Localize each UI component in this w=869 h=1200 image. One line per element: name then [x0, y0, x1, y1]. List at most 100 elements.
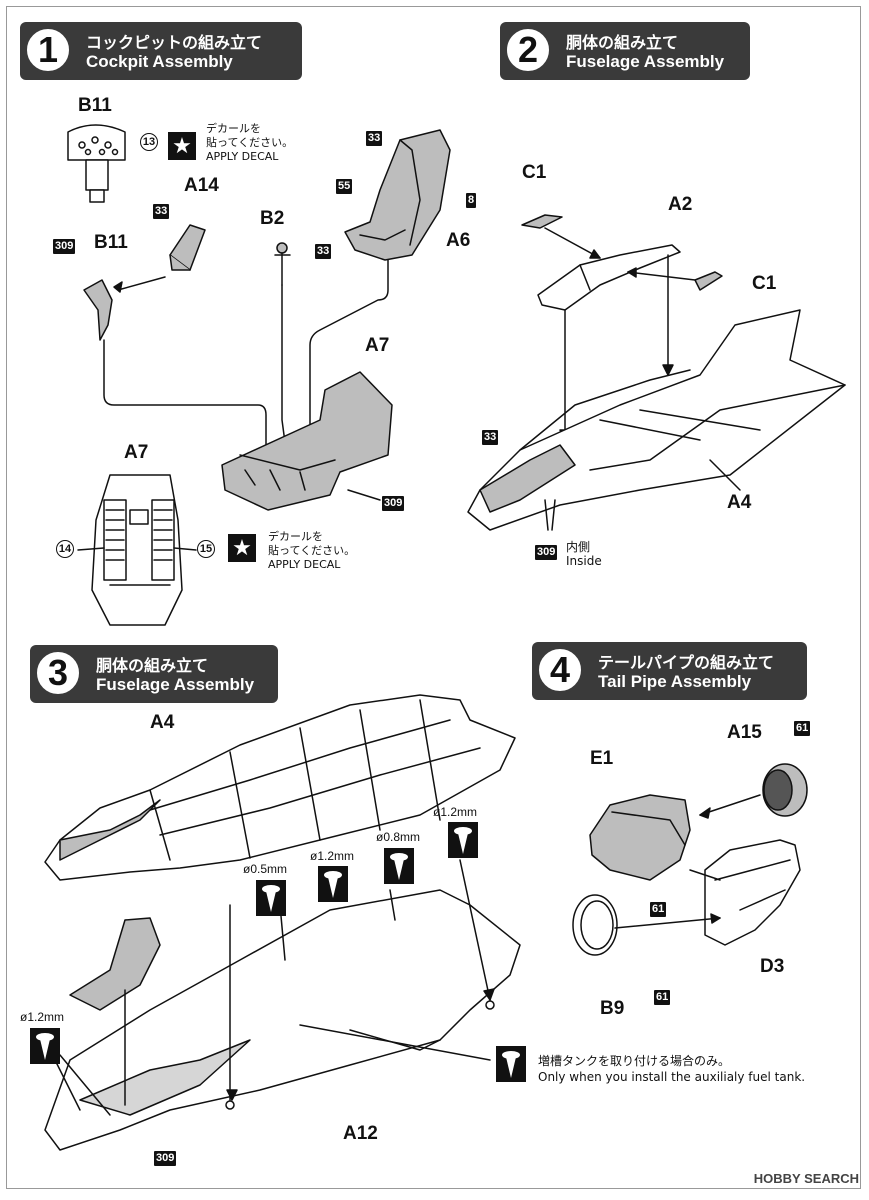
step-2-title-jp: 胴体の組み立て	[566, 33, 679, 52]
drill-icon-4	[318, 866, 348, 902]
part-label-a15: A15	[727, 722, 762, 743]
inside-en: Inside	[566, 554, 602, 568]
paint-code-33-b2: 33	[315, 244, 332, 259]
step-2-header: 2 胴体の組み立て Fuselage Assembly	[500, 22, 750, 80]
step-1-number-badge: 1	[24, 26, 72, 74]
decal-jp-line2: 貼ってください。	[206, 136, 294, 149]
stick-b11	[83, 279, 113, 341]
step-3-header: 3 胴体の組み立て Fuselage Assembly	[30, 645, 278, 703]
drill-size-2: ø0.8mm	[376, 830, 421, 844]
step-2-title-en: Fuselage Assembly	[566, 52, 725, 71]
tail-ring-a15	[762, 763, 808, 817]
step-1-title-en: Cockpit Assembly	[86, 52, 233, 71]
part-label-c1-upper: C1	[522, 162, 547, 183]
fuel-tank-note-en: Only when you install the auxilialy fuel…	[538, 1070, 806, 1084]
paint-code-33-step2: 33	[482, 430, 499, 445]
step-4-title-en: Tail Pipe Assembly	[598, 672, 752, 691]
paint-code-33-a14: 33	[153, 204, 170, 219]
cockpit-seat-step3	[69, 917, 161, 1011]
drill-bit-icon	[390, 853, 408, 880]
part-label-c1-side: C1	[752, 273, 777, 294]
decal-star-icon: ★	[168, 132, 196, 160]
part-label-d3: D3	[760, 956, 785, 977]
drill-bit-icon	[36, 1033, 54, 1060]
part-label-b11-panel: B11	[78, 95, 112, 116]
watermark: HOBBY SEARCH	[753, 1171, 859, 1186]
paint-code-8-a6: 8	[466, 193, 477, 208]
decal-instruction-2: デカールを 貼ってください。 APPLY DECAL	[268, 530, 355, 572]
drill-size-4: ø1.2mm	[310, 849, 355, 863]
paint-code-309-b11: 309	[53, 239, 76, 254]
paint-code-61-b9: 61	[654, 990, 671, 1005]
part-c1-side	[694, 271, 723, 291]
part-label-a14: A14	[184, 175, 219, 196]
part-c1-upper	[521, 214, 563, 229]
paint-code-61-a15: 61	[794, 721, 811, 736]
step-2-number-badge: 2	[504, 26, 552, 74]
cockpit-tub-top-view-a7	[91, 474, 183, 626]
step-3-title-en: Fuselage Assembly	[96, 675, 255, 694]
inside-note: 内側 Inside	[566, 540, 602, 568]
step-1-header: 1 コックピットの組み立て Cockpit Assembly	[20, 22, 302, 80]
part-label-a7-top: A7	[124, 442, 149, 463]
step-2-number: 2	[517, 29, 539, 70]
decal-jp-line1-b: デカールを	[268, 530, 323, 543]
canopy-frame-a2	[537, 244, 681, 311]
drill-bit-icon	[324, 871, 342, 898]
step-4-header: 4 テールパイプの組み立て Tail Pipe Assembly	[532, 642, 807, 700]
drill-icon-2	[384, 848, 414, 884]
drill-icon-fuel-tank	[496, 1046, 526, 1082]
fuselage-a4-step2	[467, 309, 846, 531]
drill-bit-icon	[454, 827, 472, 854]
part-label-b11-stick: B11	[94, 232, 128, 253]
step-3-title-jp: 胴体の組み立て	[96, 656, 209, 675]
part-label-b9: B9	[600, 998, 625, 1019]
seat-a14	[169, 224, 206, 271]
tail-pipe-d3	[704, 839, 801, 946]
step-4-number-badge: 4	[536, 646, 584, 694]
part-label-a12: A12	[343, 1123, 378, 1144]
instrument-panel-b11	[67, 124, 126, 203]
part-label-a6: A6	[446, 230, 471, 251]
fuel-tank-note-jp: 増槽タンクを取り付ける場合のみ。	[538, 1054, 731, 1068]
paint-code-309-step2: 309	[535, 545, 558, 560]
inside-jp: 内側	[566, 540, 591, 554]
step-4-number: 4	[549, 649, 571, 690]
step-1-title-jp: コックピットの組み立て	[86, 33, 263, 52]
paint-code-309-a7: 309	[382, 496, 405, 511]
drill-size-3: ø0.5mm	[243, 862, 288, 876]
cockpit-tub-a7	[221, 371, 393, 511]
step-1-number: 1	[37, 29, 59, 70]
drill-bit-icon	[262, 885, 280, 912]
drill-icon-1	[448, 822, 478, 858]
paint-code-309-step3: 309	[154, 1151, 177, 1166]
lower-fuselage-a12	[44, 889, 521, 1151]
step-3-number: 3	[47, 652, 69, 693]
decal-instruction-1: デカールを 貼ってください。 APPLY DECAL	[206, 122, 293, 164]
drill-icon-3	[256, 880, 286, 916]
decal-jp-line1: デカールを	[206, 122, 261, 135]
decal-en-b: APPLY DECAL	[268, 558, 341, 571]
paint-code-33-a6: 33	[366, 131, 383, 146]
ejection-seat-a6	[344, 129, 451, 261]
drill-bit-icon	[502, 1051, 520, 1078]
ring-b9	[572, 894, 618, 956]
part-label-a2: A2	[668, 194, 693, 215]
decal-number-13: 13	[140, 133, 158, 151]
drill-size-5: ø1.2mm	[20, 1010, 65, 1024]
part-label-e1: E1	[590, 748, 614, 769]
part-label-a7: A7	[365, 335, 390, 356]
decal-star-icon-2: ★	[228, 534, 256, 562]
exhaust-e1	[589, 794, 691, 881]
part-label-a4-step2: A4	[727, 492, 752, 513]
fuselage-a4-step3	[44, 694, 516, 881]
decal-jp-line2-b: 貼ってください。	[268, 544, 356, 557]
step-3-number-badge: 3	[34, 649, 82, 697]
decal-number-14: 14	[56, 540, 74, 558]
page-border	[6, 6, 861, 1189]
paint-code-61-e1: 61	[650, 902, 667, 917]
decal-en: APPLY DECAL	[206, 150, 279, 163]
paint-code-55-a6: 55	[336, 179, 353, 194]
drill-size-1: ø1.2mm	[433, 805, 478, 819]
